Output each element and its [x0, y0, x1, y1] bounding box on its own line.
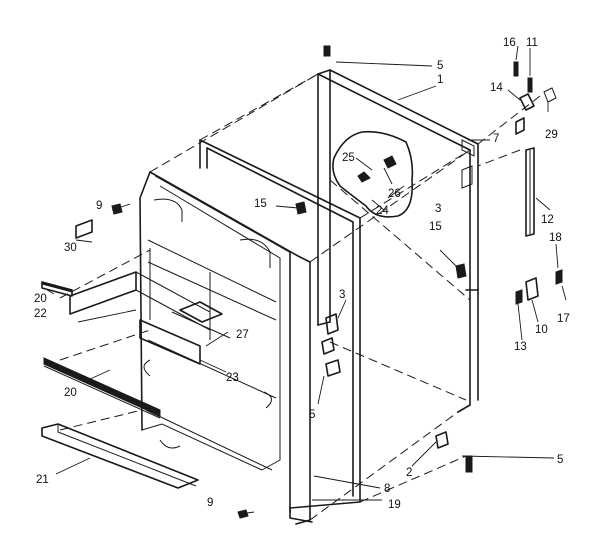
- callout-8: 8: [384, 483, 390, 495]
- callout-30: 30: [64, 242, 77, 254]
- door-bar: [41, 423, 199, 489]
- callout-23: 23: [226, 372, 239, 384]
- fasteners: [111, 45, 473, 519]
- callout-12: 12: [541, 214, 554, 226]
- callout-22: 22: [34, 308, 47, 320]
- callout-11: 11: [526, 37, 538, 49]
- cam-hardware: [332, 130, 414, 218]
- callout-5-b: 5: [557, 454, 563, 466]
- door-liner: [139, 171, 311, 525]
- shelf-trim-lower: [43, 357, 161, 419]
- door-shelf-lower: [139, 311, 231, 365]
- callout-15-a: 15: [254, 198, 267, 210]
- callout-26: 26: [388, 188, 401, 200]
- callout-19: 19: [388, 499, 401, 511]
- callout-25: 25: [342, 152, 355, 164]
- callout-7: 7: [493, 133, 499, 145]
- callout-5-c: 5: [309, 409, 315, 421]
- callout-5-a: 5: [437, 60, 443, 72]
- callout-17: 17: [557, 313, 570, 325]
- shelf-trim-upper: [41, 281, 73, 297]
- callout-21: 21: [36, 474, 49, 486]
- door-shelf-upper: [69, 271, 211, 331]
- callout-13: 13: [514, 341, 527, 353]
- shelf-retainer: [75, 219, 93, 239]
- callout-3-b: 3: [435, 203, 441, 215]
- callout-9-b: 9: [207, 497, 213, 509]
- callout-24: 24: [376, 205, 389, 217]
- callout-14: 14: [490, 82, 503, 94]
- callout-20-a: 20: [34, 293, 47, 305]
- callout-2: 2: [406, 467, 412, 479]
- callout-9-a: 9: [96, 200, 102, 212]
- callout-3-a: 3: [339, 289, 345, 301]
- dairy-door: [179, 301, 223, 323]
- callout-18: 18: [549, 232, 562, 244]
- hinge-parts: [513, 61, 563, 305]
- callout-20-b: 20: [64, 387, 77, 399]
- leader-lines: [43, 45, 567, 515]
- callout-27: 27: [236, 329, 249, 341]
- door-frame: [317, 69, 479, 413]
- alignment-lines: [59, 73, 541, 521]
- callout-1: 1: [437, 74, 443, 86]
- callout-16: 16: [503, 37, 516, 49]
- callout-29: 29: [545, 129, 558, 141]
- callouts: 1 2 3 3 5 5 5 7 8 9 9 10 11 12 13 14 15 …: [34, 37, 570, 511]
- callout-10: 10: [535, 324, 548, 336]
- callout-15-b: 15: [429, 221, 442, 233]
